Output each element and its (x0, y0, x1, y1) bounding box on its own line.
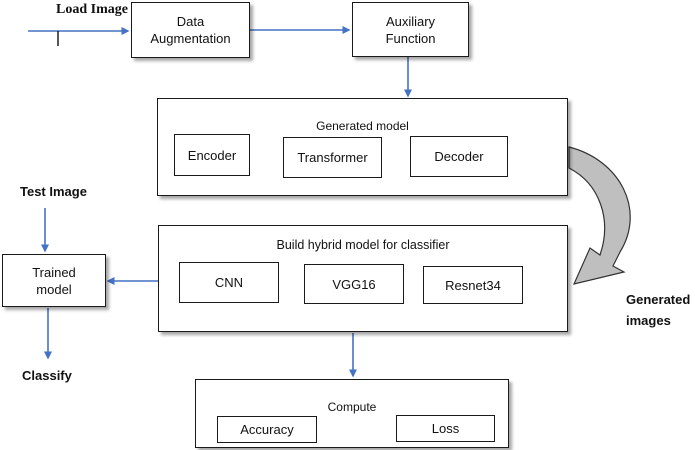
data-augmentation-box: Data Augmentation (131, 2, 250, 58)
trained-model-line1: Trained (32, 264, 76, 280)
trained-model-line2: model (36, 281, 72, 297)
decoder-label: Decoder (434, 149, 484, 164)
encoder-box: Encoder (174, 134, 250, 176)
hybrid-model-title: Build hybrid model for classifier (276, 238, 450, 252)
accuracy-label: Accuracy (240, 422, 294, 437)
trained-model-box: Trained model (2, 254, 106, 307)
resnet34-box: Resnet34 (423, 266, 523, 304)
loss-label: Loss (431, 421, 460, 436)
auxiliary-function-box: Auxiliary Function (352, 2, 469, 57)
transformer-box: Transformer (283, 137, 382, 178)
classify-label: Classify (22, 368, 72, 383)
generated-model-title: Generated model (316, 119, 409, 133)
accuracy-box: Accuracy (217, 416, 317, 443)
compute-title: Compute (327, 400, 377, 414)
generated-images-line1: Generated (626, 292, 691, 307)
data-augmentation-line2: Augmentation (150, 31, 231, 46)
curved-generated-images-arrow (568, 146, 631, 285)
cnn-label: CNN (214, 275, 244, 290)
data-augmentation-line1: Data (176, 14, 205, 29)
auxiliary-function-line1: Auxiliary (385, 13, 436, 29)
load-image-label: Load Image (56, 2, 128, 17)
test-image-label: Test Image (20, 184, 87, 199)
transformer-label: Transformer (297, 150, 368, 165)
generated-images-line2: images (626, 313, 671, 328)
generated-images-label: Generated images (626, 289, 690, 331)
encoder-label: Encoder (187, 147, 237, 163)
resnet34-label: Resnet34 (445, 277, 501, 293)
loss-box: Loss (396, 415, 495, 442)
cnn-box: CNN (179, 262, 279, 303)
vgg16-box: VGG16 (304, 264, 404, 304)
decoder-box: Decoder (410, 136, 508, 177)
vgg16-label: VGG16 (332, 276, 376, 292)
auxiliary-function-line2: Function (385, 30, 436, 46)
